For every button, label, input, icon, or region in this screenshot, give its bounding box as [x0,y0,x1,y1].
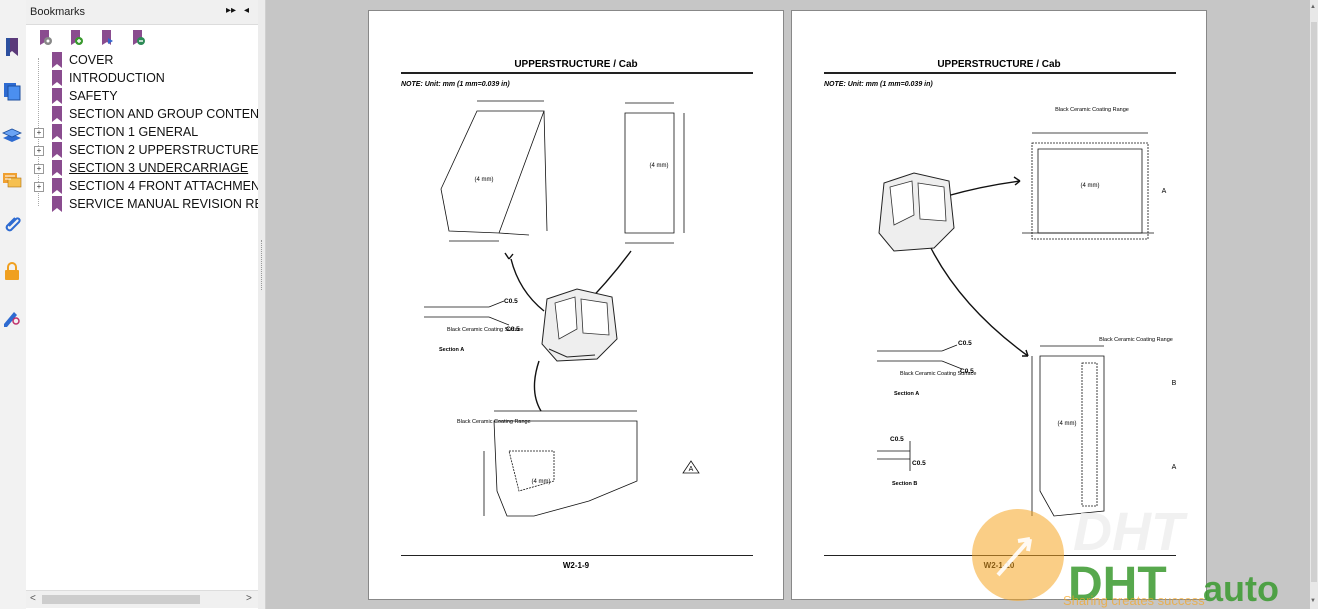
document-page-w2-1-9: UPPERSTRUCTURE / Cab NOTE: Unit: mm (1 m… [368,10,784,600]
label-c05: C0.5 [912,460,926,467]
watermark-logo: DHT DHT auto Sharing creates success [972,505,1279,609]
expand-panel-button[interactable]: ▸▸ [226,5,237,16]
bookmark-icon [52,178,62,194]
pages-thumbnails-icon[interactable] [1,80,23,102]
page-title: UPPERSTRUCTURE / Cab [937,59,1061,70]
attachments-icon[interactable] [1,214,23,236]
bookmark-icon [52,160,62,176]
label-coating-surface: Black Ceramic Coating Surface [447,327,523,333]
bookmark-icon [52,124,62,140]
bookmark-item-section-2[interactable]: + SECTION 2 UPPERSTRUCTURE [26,142,258,160]
cab-glass-drawing: Black Ceramic Coating Range (4 mm) A C0.… [877,107,1177,517]
bookmark-item-safety[interactable]: SAFETY [26,88,258,106]
label-4mm: (4 mm) [532,479,551,485]
bookmark-options-icon[interactable] [36,29,54,47]
bookmark-label: INTRODUCTION [69,71,165,85]
bookmark-icon [52,196,62,212]
bookmarks-panel-icon[interactable] [1,36,23,58]
bookmarks-title: Bookmarks [30,6,86,18]
bookmarks-panel: Bookmarks ▸▸ ◂ COVER INTRODUCTION SAFETY… [26,0,259,609]
bookmark-icon [52,70,62,86]
cab-glass-drawing: (4 mm) (4 mm) C0.5 C0.5 Black Ceramic Co… [424,100,700,517]
bookmark-item-section-1[interactable]: + SECTION 1 GENERAL [26,124,258,142]
label-section-a: Section A [894,391,919,397]
bookmark-item-section-group-contents[interactable]: SECTION AND GROUP CONTENTS [26,106,258,124]
new-bookmark-icon[interactable] [67,29,85,47]
scroll-up-arrow[interactable]: ▲ [1310,4,1316,10]
expand-bookmark-icon[interactable] [98,29,116,47]
page-number: W2-1-9 [562,561,590,570]
label-section-a: Section A [439,347,464,353]
document-page-w2-1-10: UPPERSTRUCTURE / Cab NOTE: Unit: mm (1 m… [791,10,1207,600]
document-viewer: UPPERSTRUCTURE / Cab NOTE: Unit: mm (1 m… [266,0,1310,609]
unit-note: NOTE: Unit: mm (1 mm=0.039 in) [401,81,510,88]
label-coating-range: Black Ceramic Coating Range [457,419,531,425]
document-vertical-scrollbar[interactable]: ▲ ▼ [1310,0,1318,609]
left-toolbar [0,0,27,609]
bookmark-label: SECTION AND GROUP CONTENTS [69,107,258,121]
label-coating-range: Black Ceramic Coating Range [1099,337,1173,343]
label-4mm: (4 mm) [1058,421,1077,427]
bookmark-toolbar [26,26,258,52]
layers-icon[interactable] [1,124,23,146]
scrollbar-thumb[interactable] [1311,22,1317,582]
label-coating-surface: Black Ceramic Coating Surface [900,371,976,377]
expand-toggle-icon[interactable]: + [34,182,44,192]
scroll-right-arrow[interactable]: > [246,593,252,604]
view-marker-a: A [1162,188,1167,195]
collapse-panel-button[interactable]: ◂ [244,5,250,16]
view-marker-a: A [689,466,694,473]
watermark-dht-logo: DHT [1073,505,1188,562]
watermark-slogan: Sharing creates success [1063,593,1205,608]
bookmark-item-cover[interactable]: COVER [26,52,258,70]
bookmark-label: SAFETY [69,89,118,103]
comments-icon[interactable] [1,170,23,192]
label-c05: C0.5 [504,298,518,305]
bookmark-icon [52,142,62,158]
signatures-icon[interactable] [1,306,23,328]
label-c05: C0.5 [890,436,904,443]
expand-toggle-icon[interactable]: + [34,164,44,174]
bookmark-label: SERVICE MANUAL REVISION REQU [69,197,258,211]
label-4mm: (4 mm) [650,163,669,169]
label-4mm: (4 mm) [475,177,494,183]
view-marker-b: B [1172,380,1177,387]
panel-splitter[interactable] [258,0,266,609]
expand-toggle-icon[interactable]: + [34,128,44,138]
label-coating-range: Black Ceramic Coating Range [1055,107,1129,113]
bookmarks-header: Bookmarks ▸▸ ◂ [26,0,258,25]
watermark-dht-logo: DHT [1068,558,1167,609]
find-bookmark-icon[interactable] [129,29,147,47]
scroll-left-arrow[interactable]: < [30,593,36,604]
scrollbar-thumb[interactable] [42,595,200,604]
watermark-brand: auto [1203,568,1279,609]
bookmark-label: SECTION 2 UPPERSTRUCTURE [69,143,258,157]
bookmark-item-introduction[interactable]: INTRODUCTION [26,70,258,88]
scroll-down-arrow[interactable]: ▼ [1310,598,1316,604]
label-c05: C0.5 [958,340,972,347]
bookmark-item-revision-request[interactable]: SERVICE MANUAL REVISION REQU [26,196,258,214]
label-c05: C0.5 [506,326,520,333]
bookmark-tree: COVER INTRODUCTION SAFETY SECTION AND GR… [26,52,258,588]
security-lock-icon[interactable] [1,260,23,282]
bookmark-label: SECTION 1 GENERAL [69,125,199,139]
expand-toggle-icon[interactable]: + [34,146,44,156]
view-marker-a: A [1172,464,1177,471]
unit-note: NOTE: Unit: mm (1 mm=0.039 in) [824,81,933,88]
bookmarks-horizontal-scrollbar[interactable]: < > [26,590,258,608]
page-title: UPPERSTRUCTURE / Cab [514,59,638,70]
bookmark-label: SECTION 4 FRONT ATTACHMENT [69,179,258,193]
label-4mm: (4 mm) [1081,183,1100,189]
bookmark-item-section-3[interactable]: + SECTION 3 UNDERCARRIAGE [26,160,258,178]
bookmark-icon [52,52,62,68]
bookmark-label: COVER [69,53,114,67]
bookmark-icon [52,106,62,122]
bookmark-icon [52,88,62,104]
bookmark-item-section-4[interactable]: + SECTION 4 FRONT ATTACHMENT [26,178,258,196]
bookmark-label: SECTION 3 UNDERCARRIAGE [69,161,249,175]
label-c05: C0.5 [960,368,974,375]
label-section-b: Section B [892,481,917,487]
